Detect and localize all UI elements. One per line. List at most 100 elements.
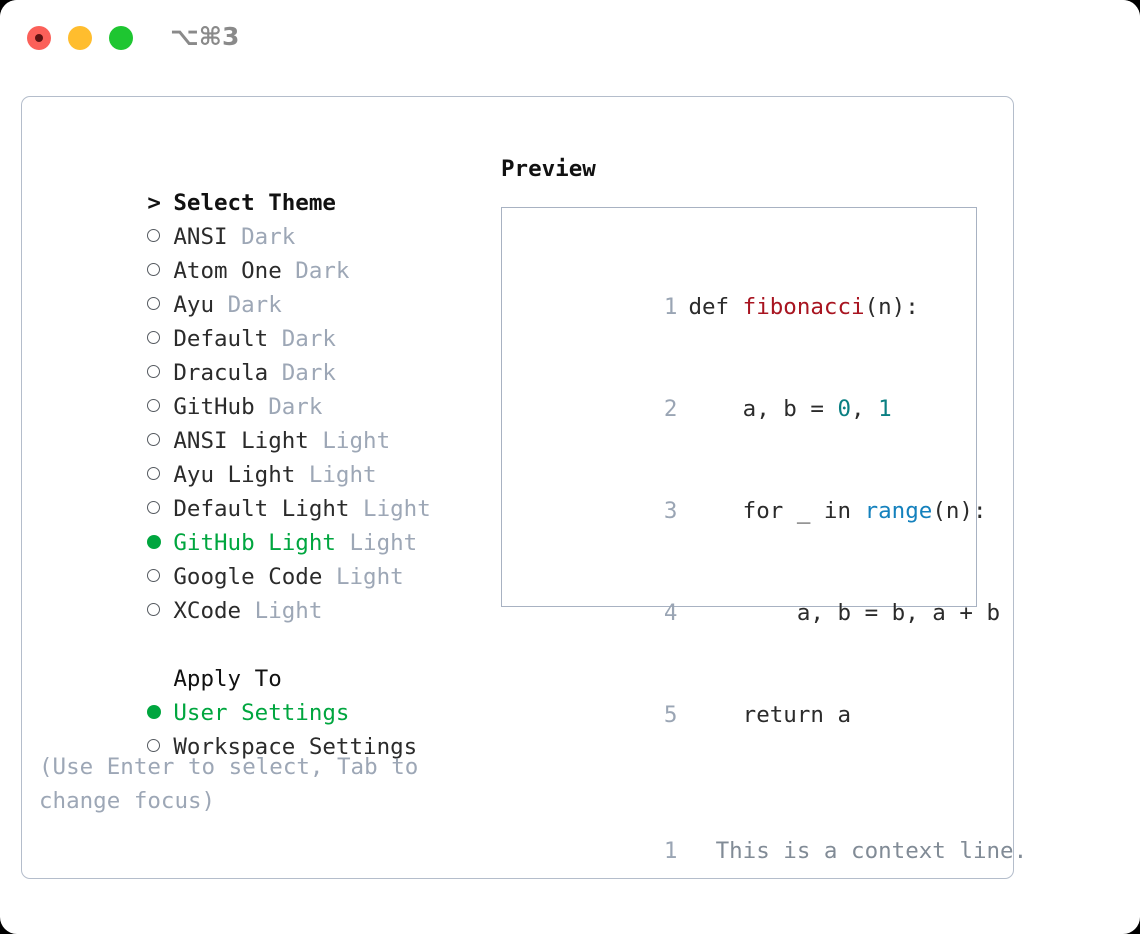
theme-kind-label: Light bbox=[308, 462, 377, 488]
theme-list-item[interactable]: ANSI Light Light bbox=[39, 390, 479, 454]
radio-unselected-icon bbox=[147, 458, 173, 492]
radio-unselected-icon bbox=[147, 356, 173, 390]
radio-selected-icon bbox=[147, 696, 173, 730]
code-token: def bbox=[688, 294, 743, 320]
theme-name: ANSI bbox=[173, 224, 228, 250]
diff-line-deleted: 2- This line was deleted. bbox=[520, 902, 976, 934]
diff-marker bbox=[688, 838, 702, 864]
code-token-number: 0 bbox=[837, 396, 852, 422]
theme-kind-label: Light bbox=[322, 428, 391, 454]
page-title: Select Theme bbox=[173, 190, 336, 216]
code-line: 2 a, b = 0, 1 bbox=[520, 358, 976, 460]
code-line: 5 return a bbox=[520, 664, 976, 766]
code-line: 1 def fibonacci(n): bbox=[520, 256, 976, 358]
theme-kind bbox=[228, 224, 242, 250]
theme-name: Ayu Light bbox=[173, 462, 296, 488]
close-window-button[interactable] bbox=[27, 26, 51, 50]
radio-unselected-icon bbox=[147, 730, 173, 764]
theme-kind-label: Dark bbox=[281, 326, 336, 352]
theme-name: Atom One bbox=[173, 258, 282, 284]
radio-unselected-icon bbox=[147, 254, 173, 288]
theme-name: XCode bbox=[173, 598, 242, 624]
traffic-lights bbox=[27, 26, 133, 50]
spacer bbox=[520, 766, 976, 800]
code-line: 3 for _ in range(n): bbox=[520, 460, 987, 562]
theme-list-item[interactable]: Google Code Light bbox=[39, 526, 479, 590]
code-token: (n): bbox=[932, 498, 987, 524]
radio-unselected-icon bbox=[147, 390, 173, 424]
radio-unselected-icon bbox=[147, 220, 173, 254]
theme-list-item[interactable]: Atom One Dark bbox=[39, 220, 479, 284]
theme-kind-label: Light bbox=[349, 530, 418, 556]
line-number: 3 bbox=[663, 498, 678, 524]
radio-unselected-icon bbox=[147, 288, 173, 322]
apply-to-option-label: User Settings bbox=[173, 700, 350, 726]
diff-line-context: 1 This is a context line. bbox=[520, 800, 1027, 902]
radio-unselected-icon bbox=[147, 492, 173, 526]
theme-kind-label: Dark bbox=[281, 360, 336, 386]
prompt-caret-icon: > bbox=[147, 190, 161, 216]
theme-name: ANSI Light bbox=[173, 428, 309, 454]
code-token: a, b = bbox=[688, 396, 838, 422]
theme-list-item[interactable]: Default Light Light bbox=[39, 458, 479, 522]
keyboard-shortcut-label: ⌥⌘3 bbox=[170, 22, 240, 51]
theme-list-item[interactable]: GitHub Dark bbox=[39, 356, 479, 420]
theme-name: GitHub Light bbox=[173, 530, 336, 556]
code-token-call: range bbox=[864, 498, 933, 524]
line-number: 5 bbox=[663, 702, 678, 728]
theme-list-item[interactable]: Dracula Dark bbox=[39, 322, 479, 386]
preview-heading: Preview bbox=[501, 156, 596, 182]
theme-name: Dracula bbox=[173, 360, 269, 386]
theme-list-item[interactable]: Ayu Dark bbox=[39, 254, 479, 318]
code-token: a, b = b, a + b bbox=[688, 600, 1001, 626]
theme-list-item[interactable]: ANSI Dark bbox=[39, 186, 479, 250]
line-number: 2 bbox=[663, 396, 678, 422]
theme-kind-label: Dark bbox=[295, 258, 350, 284]
code-token: (n): bbox=[864, 294, 919, 320]
line-number: 1 bbox=[663, 294, 678, 320]
radio-unselected-icon bbox=[147, 322, 173, 356]
apply-to-heading: Apply To bbox=[39, 628, 479, 692]
line-number: 1 bbox=[663, 838, 678, 864]
maximize-window-button[interactable] bbox=[109, 26, 133, 50]
theme-kind-label: Dark bbox=[241, 224, 296, 250]
theme-picker-title: > Select Theme bbox=[39, 152, 479, 216]
theme-name: Google Code bbox=[173, 564, 323, 590]
theme-picker-column: > Select Theme ANSI Dark Atom One Dark Ay… bbox=[39, 152, 479, 818]
theme-kind-label: Light bbox=[363, 496, 431, 522]
keyboard-hint-text: (Use Enter to select, Tab to change focu… bbox=[39, 754, 419, 814]
theme-kind-label: Dark bbox=[227, 292, 282, 318]
theme-name: Ayu bbox=[173, 292, 215, 318]
apply-to-option-user[interactable]: User Settings bbox=[39, 662, 479, 726]
theme-list-item[interactable]: Default Dark bbox=[39, 288, 479, 352]
minimize-window-button[interactable] bbox=[68, 26, 92, 50]
content-panel: > Select Theme ANSI Dark Atom One Dark Ay… bbox=[21, 96, 1027, 879]
theme-name: Default Light bbox=[173, 496, 350, 522]
theme-name: GitHub bbox=[173, 394, 255, 420]
radio-unselected-icon bbox=[147, 424, 173, 458]
apply-to-option-workspace[interactable]: Workspace Settings bbox=[39, 696, 479, 760]
code-token-number: 1 bbox=[878, 396, 892, 422]
code-token: for _ in bbox=[688, 498, 865, 524]
theme-list-item-selected[interactable]: GitHub Light Light bbox=[39, 492, 479, 556]
diff-text: This is a context line. bbox=[715, 838, 1028, 864]
apply-to-label: Apply To bbox=[173, 666, 282, 692]
theme-list-item[interactable]: Ayu Light Light bbox=[39, 424, 479, 488]
radio-unselected-icon bbox=[147, 594, 173, 628]
apply-to-option-label: Workspace Settings bbox=[173, 734, 418, 760]
title-bar: ⌥⌘3 bbox=[0, 0, 1140, 78]
code-token: return a bbox=[688, 702, 852, 728]
line-number: 4 bbox=[663, 600, 678, 626]
theme-kind-label: Dark bbox=[268, 394, 323, 420]
code-token-function: fibonacci bbox=[742, 294, 865, 320]
theme-name: Default bbox=[173, 326, 269, 352]
theme-kind-label: Light bbox=[335, 564, 404, 590]
radio-unselected-icon bbox=[147, 560, 173, 594]
radio-selected-icon bbox=[147, 526, 173, 560]
code-line: 4 a, b = b, a + b bbox=[520, 562, 1000, 664]
theme-list-item[interactable]: XCode Light bbox=[39, 560, 479, 624]
theme-kind-label: Light bbox=[254, 598, 323, 624]
